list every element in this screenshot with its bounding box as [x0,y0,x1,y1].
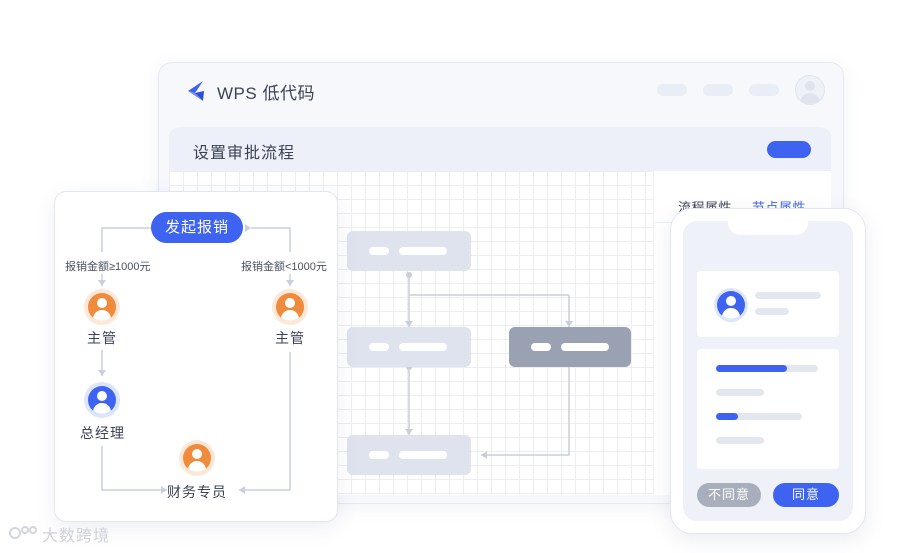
role-manager-right: 主管 [275,330,305,346]
flow-node-2[interactable] [347,327,471,367]
app-title: WPS 低代码 [217,84,315,103]
applicant-card [697,271,839,337]
text-placeholder [716,389,764,396]
role-manager-left: 主管 [87,330,117,346]
page-title: 设置审批流程 [193,145,296,162]
approval-flow-lines [98,224,294,494]
reject-button[interactable]: 不同意 [697,483,761,507]
start-reimbursement-button[interactable]: 发起报销 [151,212,243,243]
toolbar-placeholder-3[interactable] [749,84,779,96]
content-header: 设置审批流程 [169,127,831,171]
top-bar: WPS 低代码 [159,63,843,119]
progress-bar-1 [716,365,818,372]
text-placeholder [755,292,821,299]
user-avatar-icon [183,444,211,472]
approval-detail-card [697,349,839,469]
user-avatar-icon [276,293,304,321]
phone-screen: 不同意 同意 [683,221,853,521]
approval-flow-card: 发起报销 报销金额≥1000元 报销金额<1000元 主管 主管 总经理 财务专… [54,191,338,522]
flow-node-selected[interactable] [509,327,631,367]
toolbar-placeholder-1[interactable] [657,84,687,96]
flow-connectors [405,272,573,459]
role-general-manager: 总经理 [80,425,125,441]
user-avatar-icon [88,293,116,321]
progress-fill-2 [716,413,739,420]
flow-node-1[interactable] [347,231,471,271]
user-avatar-icon[interactable] [795,75,825,105]
watermark-logo-icon [9,526,37,539]
toolbar-placeholder-2[interactable] [703,84,733,96]
condition-label-right: 报销金额<1000元 [241,261,327,273]
progress-fill-1 [716,365,788,372]
phone-mockup: 不同意 同意 [670,208,866,534]
watermark-text: 大数跨境 [42,528,111,545]
role-finance: 财务专员 [167,484,227,500]
text-placeholder [716,437,764,444]
progress-bar-2 [716,413,802,420]
user-avatar-icon [88,386,116,414]
condition-label-left: 报销金额≥1000元 [65,261,151,273]
header-action-button[interactable] [767,141,811,158]
user-avatar-icon [717,291,745,319]
phone-notch [728,221,808,235]
flow-node-3[interactable] [347,435,471,475]
wps-lowcode-logo-icon[interactable] [185,79,207,103]
agree-button[interactable]: 同意 [773,483,839,507]
text-placeholder [755,308,789,315]
